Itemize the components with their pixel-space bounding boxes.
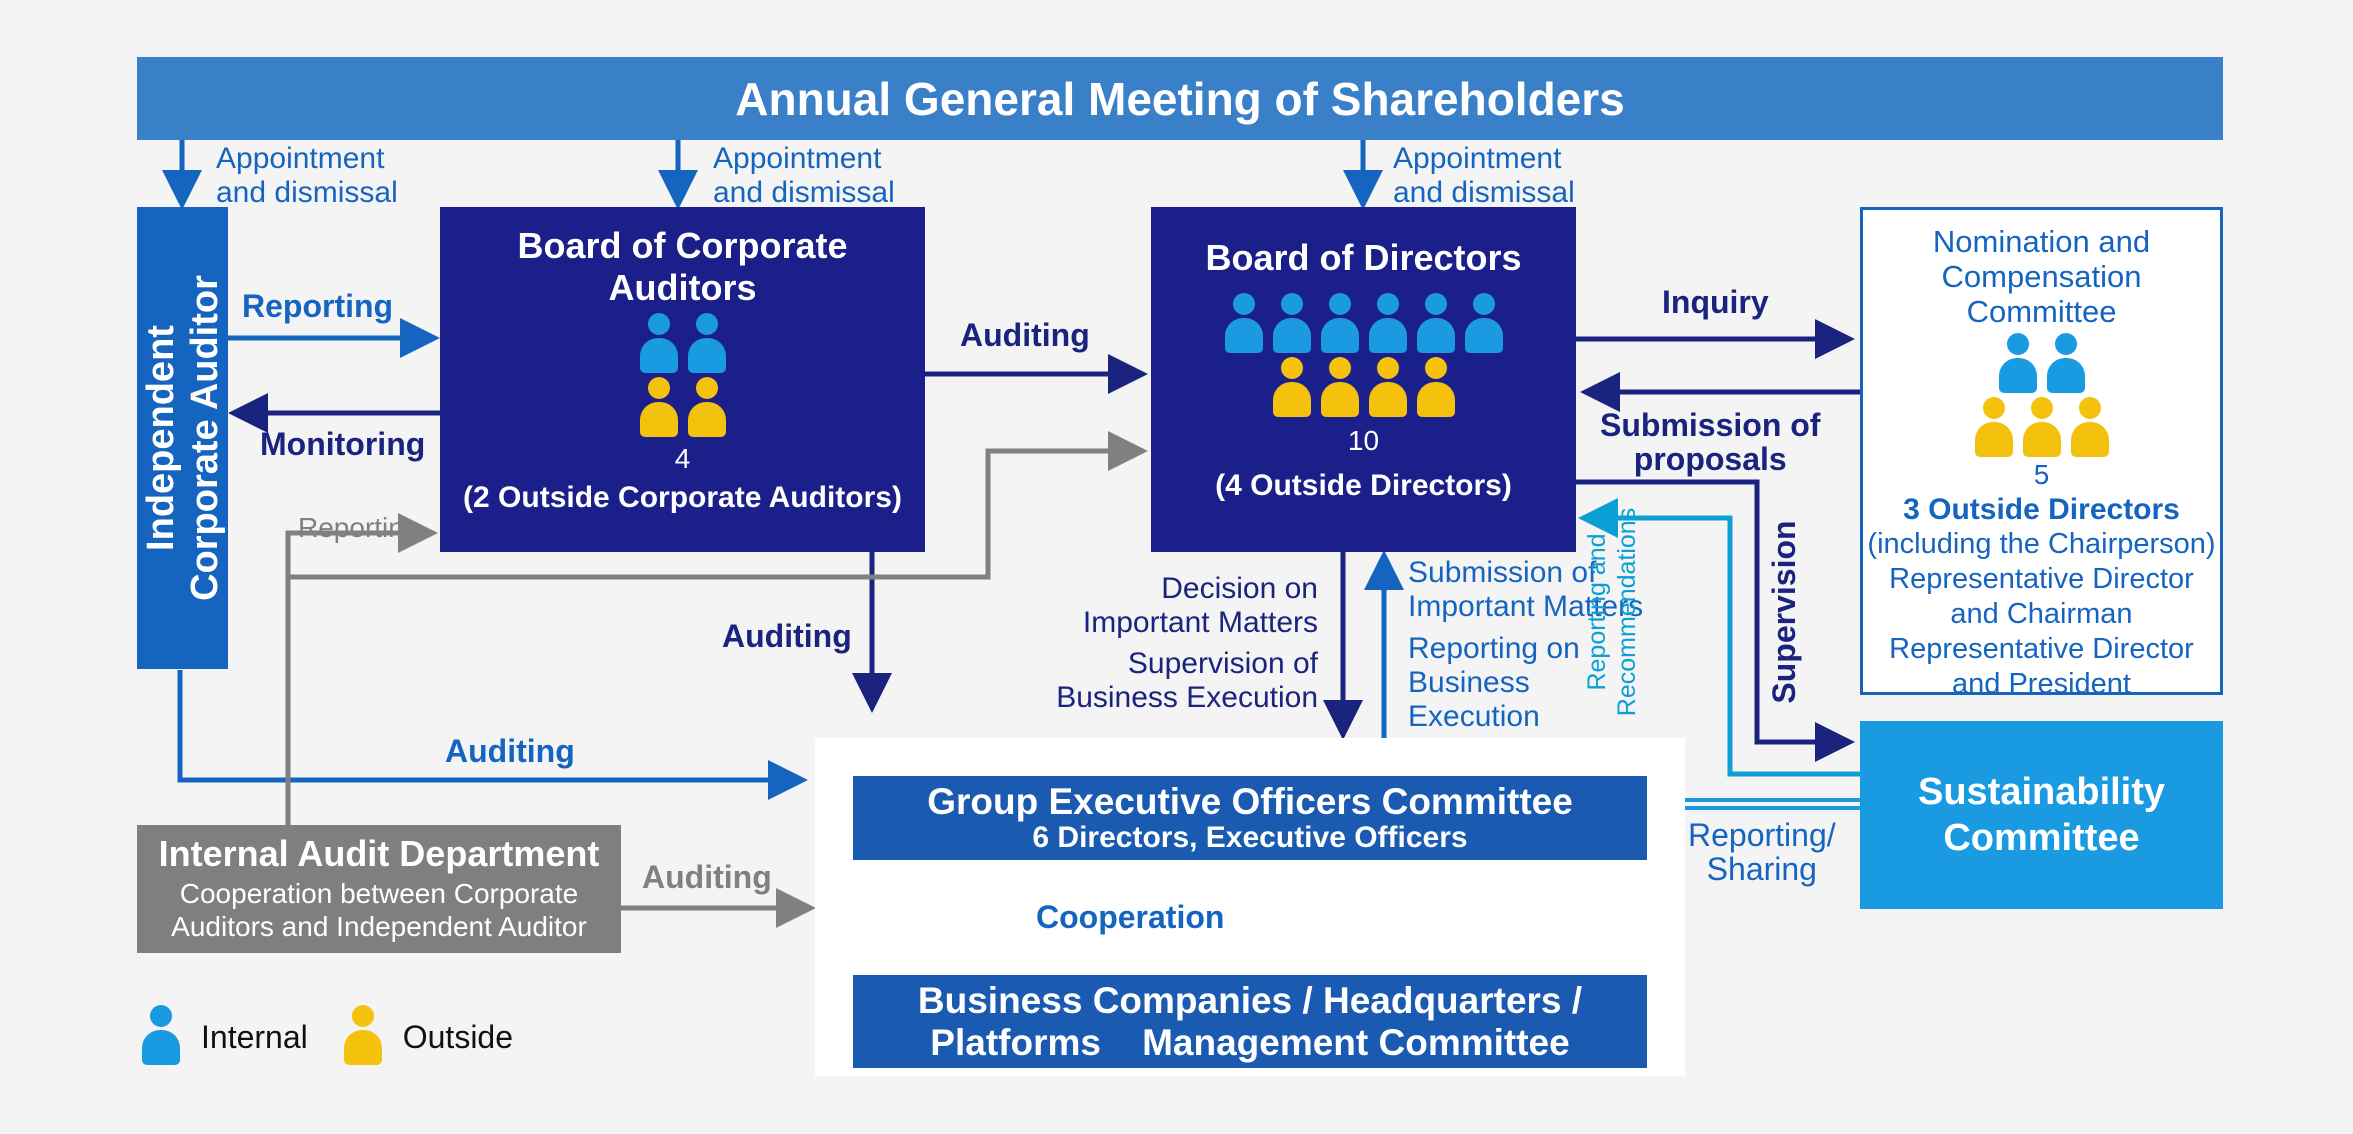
monitoring-label: Monitoring — [260, 426, 426, 462]
board-directors-total: 10 — [1347, 425, 1380, 456]
nomination-title: Nomination and Compensation Committee — [1932, 224, 2151, 329]
internal-audit-department: Internal Audit Department Cooperation be… — [137, 825, 621, 953]
outside-person-icon — [639, 377, 678, 437]
outside-person-icon — [1320, 357, 1359, 417]
auditing-label-down: Auditing — [722, 618, 852, 654]
nomination-chair-note: (including the Chairperson) — [1867, 528, 2216, 560]
internal-audit-title: Internal Audit Department — [158, 833, 600, 874]
agm-title: Annual General Meeting of Shareholders — [735, 72, 1625, 125]
internal-person-icon — [2046, 333, 2085, 393]
independent-auditor-box: Independent Corporate Auditor — [137, 207, 228, 669]
reporting-sharing-label: Reporting/Sharing — [1688, 817, 1836, 887]
auditing-label-executive: Auditing — [445, 733, 575, 769]
board-directors-title: Board of Directors — [1205, 237, 1522, 278]
independent-auditor-title: Independent Corporate Auditor — [139, 275, 226, 601]
outside-person-icon — [1416, 357, 1455, 417]
internal-person-icon — [1224, 293, 1263, 353]
nomination-compensation-committee: Nomination and Compensation Committee 5 … — [1860, 207, 2223, 700]
recommendations-arrow — [1578, 498, 1860, 777]
legend: Internal Outside — [137, 1005, 513, 1069]
board-directors-outside-row — [1268, 357, 1460, 417]
nomination-total: 5 — [2033, 459, 2050, 490]
outside-person-icon — [1272, 357, 1311, 417]
outside-person-icon — [2022, 397, 2061, 457]
internal-person-icon — [687, 313, 726, 373]
internal-person-icon — [142, 1005, 186, 1069]
board-auditors-total: 4 — [674, 443, 691, 474]
outside-person-icon — [2070, 397, 2109, 457]
board-auditors-note: (2 Outside Corporate Auditors) — [463, 481, 902, 514]
legend-outside-label: Outside — [402, 1018, 514, 1055]
internal-person-icon — [1998, 333, 2037, 393]
auditing-label-directors: Auditing — [960, 317, 1090, 353]
geoc-sub: 6 Directors, Executive Officers — [1032, 821, 1468, 854]
geoc-title: Group Executive Officers Committee — [927, 781, 1573, 822]
board-auditors-title: Board of Corporate Auditors — [517, 225, 848, 308]
grey-reporting-label: Reporting — [298, 512, 420, 543]
nomination-internal-row — [1994, 333, 2090, 393]
business-companies-box: Business Companies / Headquarters / Plat… — [853, 975, 1647, 1068]
sustainability-committee: Sustainability Committee — [1860, 721, 2223, 909]
grey-reporting-to-directors — [288, 431, 1148, 580]
cooperation-label: Cooperation — [1036, 899, 1225, 935]
internal-person-icon — [1464, 293, 1503, 353]
inquiry-label: Inquiry — [1662, 284, 1769, 320]
internal-person-icon — [639, 313, 678, 373]
outside-person-icon — [1974, 397, 2013, 457]
internal-person-icon — [1416, 293, 1455, 353]
board-of-corporate-auditors: Board of Corporate Auditors 4 (2 Outside… — [440, 207, 925, 552]
internal-person-icon — [1320, 293, 1359, 353]
grey-reporting-arrow — [285, 513, 438, 825]
reporting-label: Reporting — [242, 288, 394, 324]
board-of-directors: Board of Directors 10 (4 Outside Directo… — [1151, 207, 1576, 552]
supervision-label: Supervision — [1766, 520, 1802, 704]
outside-person-icon — [343, 1005, 388, 1069]
board-auditors-outside-row — [635, 377, 731, 437]
board-directors-note: (4 Outside Directors) — [1215, 469, 1512, 502]
supervision-arrow — [1576, 479, 1855, 762]
group-executive-officers-committee: Group Executive Officers Committee 6 Dir… — [853, 776, 1647, 860]
nomination-outside-row — [1970, 397, 2114, 457]
agm-banner: Annual General Meeting of Shareholders — [137, 57, 2223, 140]
board-directors-internal-row — [1220, 293, 1508, 353]
board-auditors-internal-row — [635, 313, 731, 373]
outside-person-icon — [687, 377, 726, 437]
legend-internal-label: Internal — [201, 1018, 308, 1055]
internal-person-icon — [1272, 293, 1311, 353]
grey-auditing-label: Auditing — [642, 859, 772, 895]
outside-person-icon — [1368, 357, 1407, 417]
auditing-arrow-executive — [177, 670, 808, 800]
nomination-outside-directors: 3 Outside Directors — [1903, 493, 2180, 526]
internal-person-icon — [1368, 293, 1407, 353]
